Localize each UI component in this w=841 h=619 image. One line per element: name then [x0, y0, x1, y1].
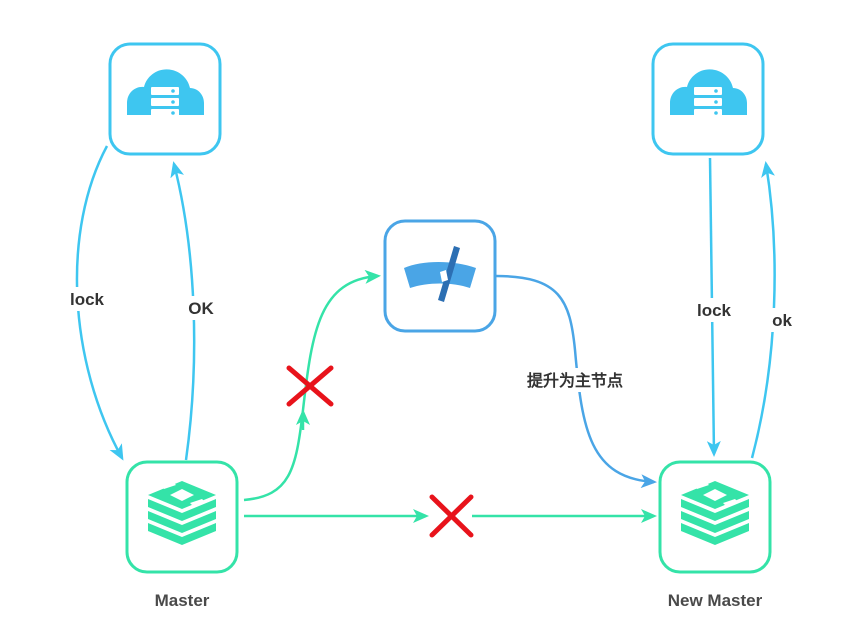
edge-label-right-ok: ok: [772, 311, 792, 330]
redis-stack-icon: [681, 481, 749, 545]
edge-sentinel-promote: [495, 274, 657, 489]
edge-label-right-lock: lock: [697, 301, 732, 320]
new-master-caption: New Master: [668, 591, 763, 610]
client-node-left[interactable]: [108, 42, 222, 156]
cross-icon: [286, 365, 334, 407]
edge-label-left-ok: OK: [188, 299, 214, 318]
sentinel-node[interactable]: [383, 219, 497, 333]
new-master-node[interactable]: New Master: [658, 460, 772, 610]
client-node-right[interactable]: [651, 42, 765, 156]
cross-icon: [429, 494, 474, 538]
master-node[interactable]: Master: [125, 460, 239, 610]
cloud-server-icon: [670, 69, 747, 117]
master-caption: Master: [155, 591, 210, 610]
edge-right-ok: [750, 161, 776, 459]
cloud-server-icon: [127, 69, 204, 117]
sentinel-gauge-icon: [404, 246, 476, 302]
edge-label-promote: 提升为主节点: [527, 371, 623, 390]
edge-label-left-lock: lock: [70, 290, 105, 309]
redis-stack-icon: [148, 481, 216, 545]
